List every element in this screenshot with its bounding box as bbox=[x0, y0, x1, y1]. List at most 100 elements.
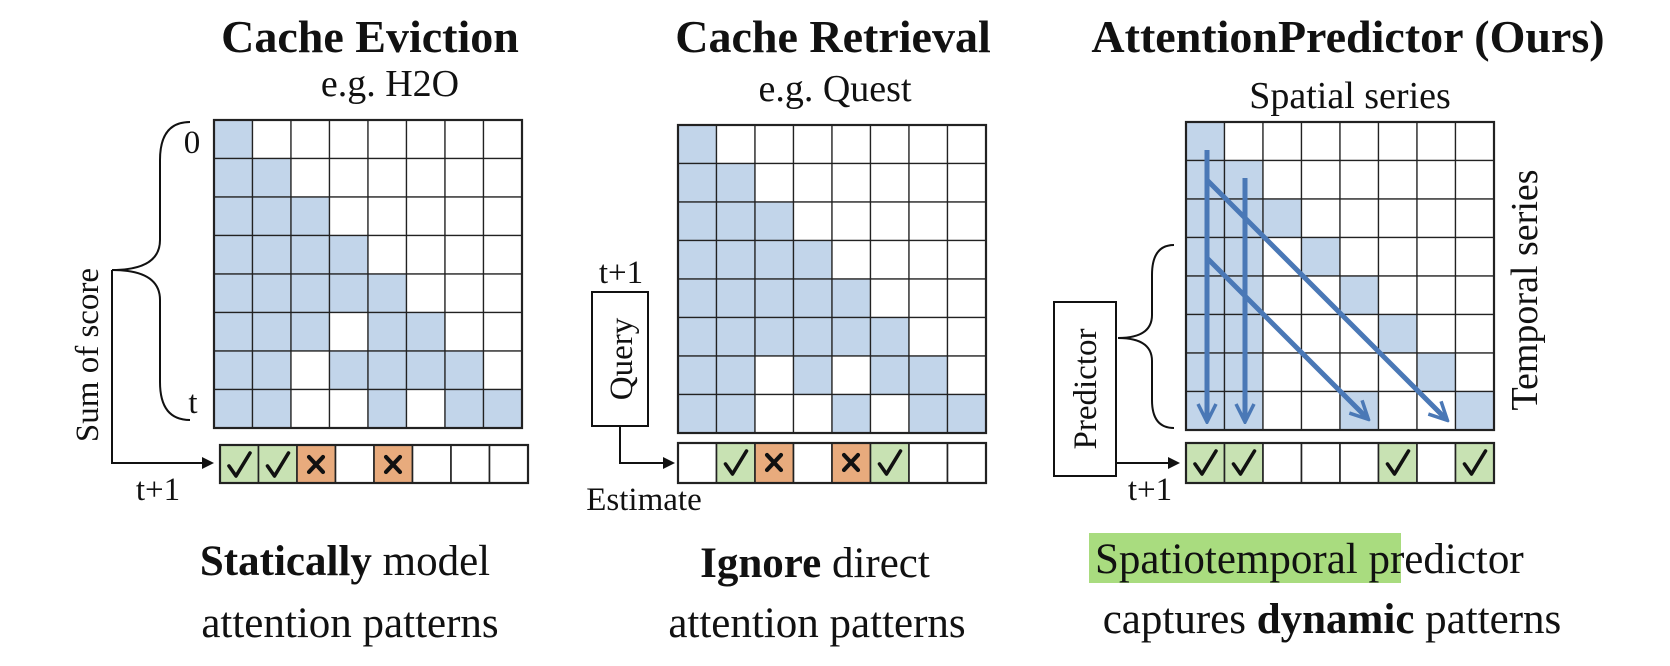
attention-cell bbox=[715, 124, 756, 165]
attention-cell bbox=[1339, 236, 1380, 277]
attention-cell-active bbox=[1339, 275, 1380, 316]
attention-cell bbox=[1339, 121, 1380, 162]
attention-cell-active bbox=[213, 388, 254, 429]
attention-cell bbox=[1377, 159, 1418, 200]
attention-cell bbox=[482, 311, 523, 352]
caption-line-1: Statically model bbox=[200, 538, 490, 585]
attention-cell bbox=[405, 119, 446, 160]
selection-cell-keep bbox=[219, 444, 260, 484]
attention-cell bbox=[908, 124, 949, 165]
attention-cell bbox=[1416, 121, 1457, 162]
attention-cell bbox=[290, 350, 331, 391]
attention-cell-active bbox=[290, 196, 331, 237]
attention-cell bbox=[1262, 352, 1303, 393]
selection-cell-keep bbox=[1185, 442, 1226, 484]
selection-border bbox=[676, 441, 988, 485]
attention-cell-active bbox=[715, 393, 756, 434]
selection-cell-none bbox=[488, 444, 529, 484]
attention-cell-active bbox=[677, 316, 718, 357]
attention-cell bbox=[444, 234, 485, 275]
attention-cell bbox=[444, 157, 485, 198]
selection-cell-none bbox=[946, 442, 987, 484]
caption-highlight-word: Spatiotemporal bbox=[1095, 536, 1358, 583]
attention-cell-active bbox=[677, 162, 718, 203]
attention-cell-active bbox=[677, 355, 718, 396]
attention-cell-active bbox=[677, 239, 718, 280]
attention-cell-active bbox=[213, 350, 254, 391]
check-mark-icon bbox=[227, 451, 252, 478]
attention-matrix bbox=[212, 118, 524, 430]
attention-cell bbox=[946, 316, 987, 357]
caption-rest: direct bbox=[821, 540, 930, 587]
selection-cell-none bbox=[677, 442, 718, 484]
attention-cell-active bbox=[367, 388, 408, 429]
attention-cell-active bbox=[908, 355, 949, 396]
attention-cell bbox=[1377, 390, 1418, 431]
attention-cell bbox=[405, 234, 446, 275]
attention-cell-active bbox=[405, 350, 446, 391]
attention-cell bbox=[1300, 121, 1341, 162]
diagonal-arrow bbox=[1205, 256, 1367, 418]
brace-top-label: 0 bbox=[184, 125, 201, 161]
matrix-border bbox=[212, 118, 524, 430]
attention-cell-active bbox=[715, 316, 756, 357]
attention-cell-active bbox=[444, 350, 485, 391]
attention-cell bbox=[405, 273, 446, 314]
temporal-brace bbox=[1117, 244, 1175, 429]
attention-cell-active bbox=[213, 196, 254, 237]
attention-matrix bbox=[1184, 120, 1496, 432]
attention-cell-active bbox=[715, 201, 756, 242]
attention-cell bbox=[367, 196, 408, 237]
caption-line-2: captures dynamic patterns bbox=[1103, 596, 1562, 643]
attention-cell-active bbox=[677, 393, 718, 434]
attention-cell bbox=[869, 201, 910, 242]
caption-rest: predictor bbox=[1358, 536, 1524, 583]
attention-cell bbox=[1454, 121, 1495, 162]
selection-cell-none bbox=[411, 444, 452, 484]
caption-bold: Statically bbox=[200, 538, 372, 585]
attention-cell-active bbox=[677, 124, 718, 165]
attention-cell bbox=[328, 388, 369, 429]
selection-cell-keep bbox=[1223, 442, 1264, 484]
score-to-selection-arrow bbox=[111, 270, 214, 469]
caption-pre: captures bbox=[1103, 596, 1257, 643]
attention-cell-active bbox=[792, 355, 833, 396]
attention-cell bbox=[908, 239, 949, 280]
attention-matrix bbox=[676, 123, 988, 435]
attention-cell-active bbox=[1300, 236, 1341, 277]
caption-line-2: attention patterns bbox=[201, 600, 498, 647]
attention-cell-active bbox=[715, 355, 756, 396]
attention-cell bbox=[482, 196, 523, 237]
temporal-series-label: Temporal series bbox=[1504, 169, 1546, 410]
attention-cell bbox=[1454, 159, 1495, 200]
attention-cell bbox=[869, 124, 910, 165]
attention-cell-active bbox=[677, 278, 718, 319]
attention-cell-active bbox=[908, 393, 949, 434]
caption-line-1: Spatiotemporal predictor bbox=[1095, 536, 1524, 583]
attention-cell-active bbox=[251, 311, 292, 352]
step-label: t+1 bbox=[1128, 472, 1172, 508]
attention-cell-active bbox=[367, 350, 408, 391]
matrix-border bbox=[676, 123, 988, 435]
attention-cell bbox=[1416, 275, 1457, 316]
check-mark-icon bbox=[1193, 449, 1218, 476]
attention-cell-active bbox=[754, 239, 795, 280]
attention-cell bbox=[908, 201, 949, 242]
attention-cell bbox=[367, 234, 408, 275]
attention-cell bbox=[405, 196, 446, 237]
attention-cell-active bbox=[715, 278, 756, 319]
matrix-border bbox=[1184, 120, 1496, 432]
caption-line-2: attention patterns bbox=[668, 600, 965, 647]
pattern-arrows bbox=[1207, 150, 1446, 420]
selection-row bbox=[218, 443, 530, 485]
attention-cell-active bbox=[869, 316, 910, 357]
cross-mark-icon bbox=[383, 454, 403, 475]
attention-cell bbox=[1416, 236, 1457, 277]
attention-cell bbox=[251, 119, 292, 160]
attention-cell bbox=[1339, 352, 1380, 393]
attention-cell bbox=[482, 234, 523, 275]
selection-cell-none bbox=[1300, 442, 1341, 484]
cross-mark-icon bbox=[764, 452, 784, 473]
attention-cell bbox=[1339, 198, 1380, 239]
attention-cell bbox=[1377, 275, 1418, 316]
